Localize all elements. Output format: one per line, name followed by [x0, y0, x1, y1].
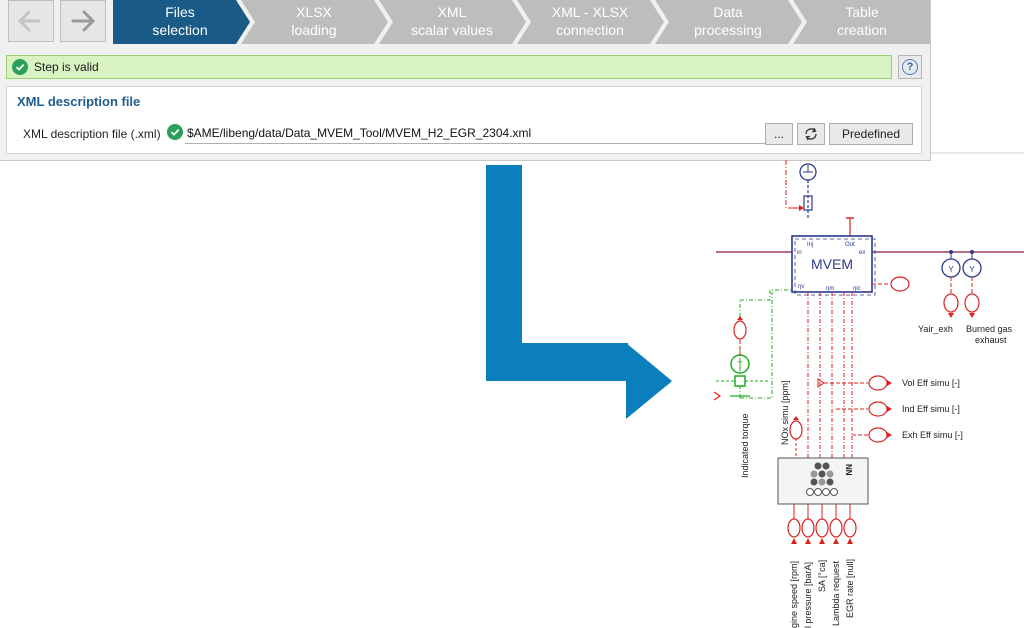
status-bar: Step is valid [6, 55, 892, 79]
vol-eff-label: Vol Eff simu [-] [902, 378, 960, 388]
torque-output-plug[interactable] [733, 320, 747, 340]
engine-speed-label: gine speed [rpm] [789, 561, 799, 628]
help-icon: ? [902, 59, 918, 75]
flow-arrow-icon [486, 165, 672, 419]
step-xlsx-loading[interactable] [241, 0, 388, 44]
sensor-label: Y [969, 265, 975, 274]
lambda-plug[interactable] [829, 518, 843, 538]
group-title: XML description file [17, 94, 141, 109]
refresh-icon [805, 127, 817, 141]
reload-button[interactable] [797, 123, 825, 145]
xml-file-group: XML description file XML description fil… [6, 86, 922, 154]
mvem-diagram: MVEM in Inj Out ex ηv ηm ηic Y Y Yair_ex… [713, 160, 1024, 628]
input-plugs [787, 504, 857, 544]
port-ex-label: ex [859, 250, 865, 256]
vol-eff-plug[interactable] [868, 375, 888, 391]
output-plug-yair[interactable] [943, 293, 959, 313]
back-button[interactable] [8, 0, 54, 42]
arrow-left-icon [17, 10, 41, 32]
egr-label: EGR rate [null] [845, 559, 855, 618]
burned-gas-label: Burned gas [966, 324, 1013, 334]
arrow-right-icon [71, 10, 96, 32]
exh-eff-label: Exh Eff simu [-] [902, 430, 963, 440]
separator-line [930, 152, 1024, 154]
yair-exh-label: Yair_exh [918, 324, 953, 334]
sensor-label: Y [948, 265, 954, 274]
forward-button[interactable] [60, 0, 106, 42]
xml-file-label: XML description file (.xml) [23, 127, 161, 141]
lambda-label: Lambda request [831, 560, 841, 626]
intake-pressure-plug[interactable] [801, 518, 815, 538]
step-xml-xlsx-connection[interactable] [517, 0, 664, 44]
output-plug-right[interactable] [890, 276, 910, 292]
input-underline [185, 143, 765, 144]
check-circle-icon [12, 59, 28, 75]
help-button[interactable]: ? [898, 55, 922, 79]
browse-button[interactable]: ... [765, 123, 793, 145]
engine-speed-plug[interactable] [787, 518, 801, 538]
predefined-button[interactable]: Predefined [829, 123, 913, 145]
port-in-label: in [797, 250, 802, 256]
wizard-steps [113, 0, 930, 44]
neural-net-icon [806, 462, 838, 496]
ind-eff-label: Ind Eff simu [-] [902, 404, 960, 414]
port-inj-label: Inj [807, 242, 813, 248]
step-table-creation[interactable] [793, 0, 930, 44]
nox-plug[interactable] [789, 420, 803, 440]
port-eta-ic-label: ηic [853, 286, 861, 292]
indicated-torque-label: Indicated torque [740, 413, 750, 478]
nn-label: NN [844, 464, 853, 476]
step-files-selection[interactable] [113, 0, 250, 44]
step-data-processing[interactable] [655, 0, 802, 44]
exh-eff-plug[interactable] [868, 427, 888, 443]
mvem-label: MVEM [811, 256, 853, 272]
egr-plug[interactable] [843, 518, 857, 538]
port-eta-v-label: ηv [798, 284, 804, 290]
intake-pressure-label: l pressure [barA] [803, 562, 813, 628]
check-circle-icon [167, 124, 183, 140]
xml-file-path-input[interactable] [185, 123, 769, 143]
step-xml-scalar-values[interactable] [379, 0, 526, 44]
exhaust-label: exhaust [975, 335, 1007, 345]
status-text: Step is valid [34, 60, 99, 74]
output-plug-burned[interactable] [964, 293, 980, 313]
mvem-block[interactable] [791, 235, 873, 293]
torque-sensor-label: T [737, 360, 743, 370]
injector-valve-icon [803, 195, 813, 211]
torque-flange-icon [734, 375, 746, 387]
sa-plug[interactable] [815, 518, 829, 538]
port-out-label: Out [845, 242, 855, 248]
port-eta-m-label: ηm [826, 286, 834, 292]
ind-eff-plug[interactable] [868, 401, 888, 417]
nox-label: NOx simu [ppm] [780, 380, 790, 445]
sa-label: SA [°ca] [817, 560, 827, 592]
